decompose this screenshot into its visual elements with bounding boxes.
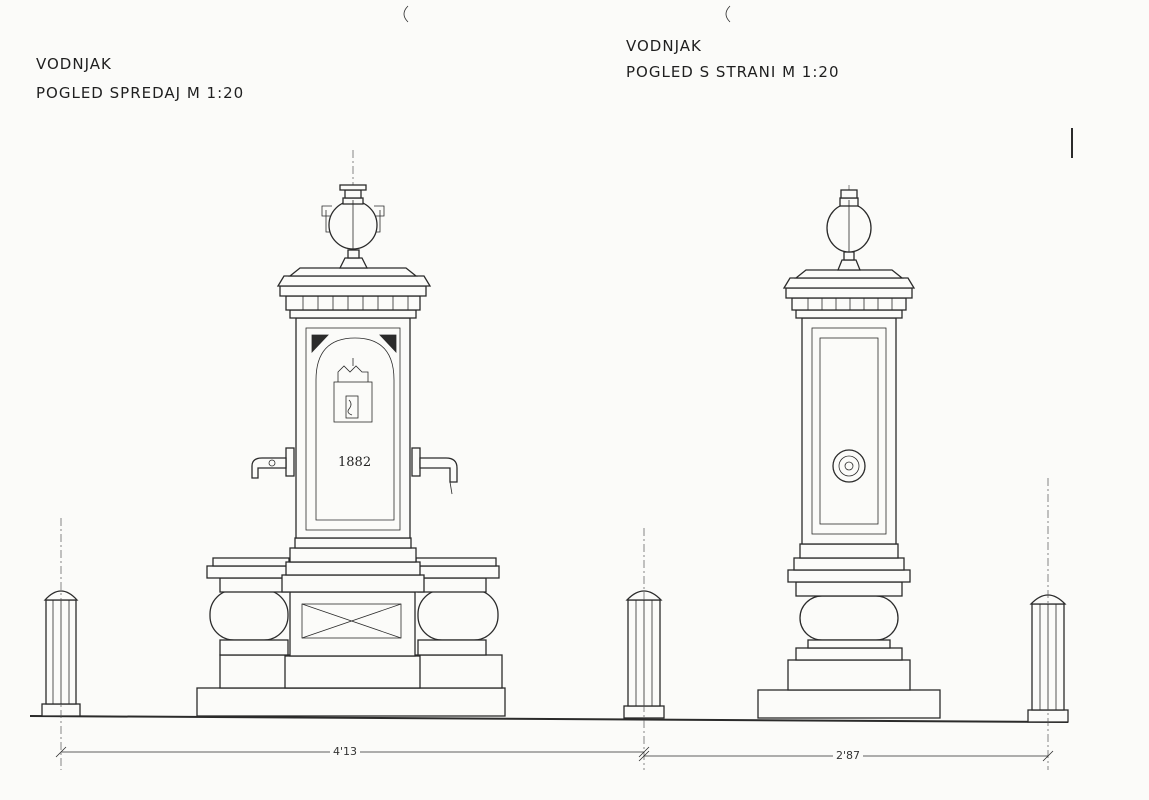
side-width-dimension: 2'87 [833,749,864,762]
lion-head-spout [832,449,866,483]
right-spout [411,447,458,495]
punch-mark-left [403,5,409,23]
ground-line [29,715,1069,723]
front-fountain [196,150,506,717]
coat-of-arms-emblem [333,358,373,423]
side-view-title: VODNJAK [626,37,702,55]
left-spout [251,447,295,479]
urn-finial [321,184,385,269]
front-view-title: VODNJAK [36,55,112,73]
side-view-subtitle: POGLED S STRANI M 1:20 [626,63,840,81]
side-urn-finial [826,189,872,271]
year-inscription: 1882 [338,455,372,470]
front-width-dimension: 4'13 [330,745,361,758]
punch-mark-right [725,5,731,23]
front-view-subtitle: POGLED SPREDAJ M 1:20 [36,84,245,102]
side-fountain [757,185,941,719]
dimension-lines [55,478,1054,770]
